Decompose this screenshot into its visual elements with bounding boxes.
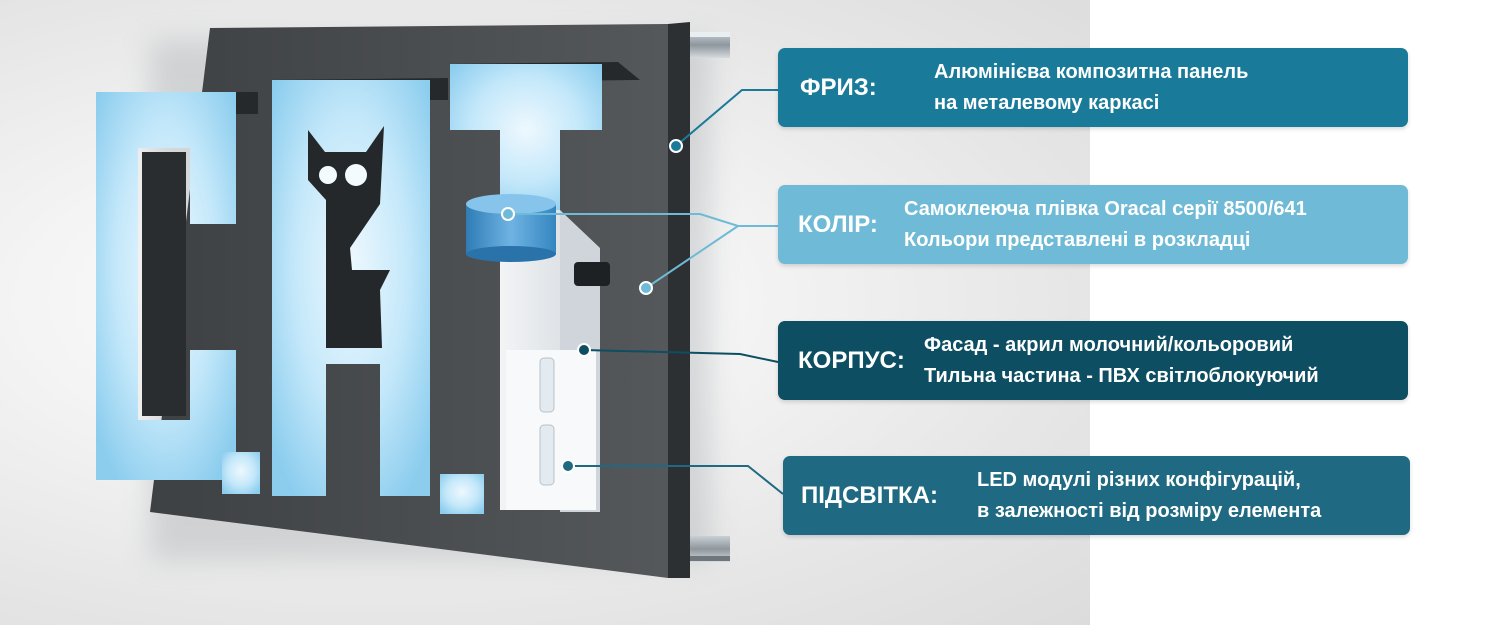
callout-lighting: ПІДСВІТКА: LED модулі різних конфігураці… [783, 456, 1410, 535]
callout-body-line-1: Фасад - акрил молочний/кольоровий [924, 333, 1294, 356]
callout-lighting-line-2: в залежності від розміру елемента [977, 499, 1322, 522]
callout-frieze: ФРИЗ: Алюмінієва композитна панель на ме… [778, 48, 1408, 127]
callout-color: КОЛІР: Самоклеюча плівка Oracal серії 85… [778, 185, 1408, 264]
callout-body-heading: КОРПУС: [798, 346, 905, 374]
led-modules-icon [539, 357, 555, 486]
callout-color-text: Самоклеюча плівка Oracal серії 8500/641 … [904, 194, 1307, 256]
callout-frieze-line-1: Алюмінієва композитна панель [934, 60, 1249, 83]
leader-line-color [501, 207, 778, 295]
callout-frieze-heading: ФРИЗ: [800, 73, 877, 101]
callout-body: КОРПУС: Фасад - акрил молочний/кольорови… [778, 321, 1408, 400]
pipe-icon [574, 262, 610, 286]
callout-lighting-line-1: LED модулі різних конфігурацій, [977, 468, 1301, 491]
callout-frieze-line-2: на металевому каркасі [934, 91, 1160, 114]
callout-lighting-text: LED модулі різних конфігурацій, в залежн… [977, 465, 1321, 527]
color-sample-cylinder [466, 194, 556, 262]
callout-body-text: Фасад - акрил молочний/кольоровий Тильна… [924, 330, 1319, 392]
leader-line-lighting [561, 459, 784, 495]
callout-color-line-1: Самоклеюча плівка Oracal серії 8500/641 [904, 197, 1307, 220]
leader-line-body [577, 343, 779, 363]
callout-frieze-text: Алюмінієва композитна панель на металево… [934, 57, 1248, 119]
leader-line-frieze [669, 89, 778, 153]
callout-color-heading: КОЛІР: [798, 210, 878, 238]
dot-1 [222, 452, 260, 494]
callout-color-line-2: Кольори представлені в розкладці [904, 228, 1251, 251]
dot-2 [440, 474, 484, 514]
callout-lighting-heading: ПІДСВІТКА: [801, 481, 938, 509]
callout-body-line-2: Тильна частина - ПВХ світлоблокуючий [924, 364, 1319, 387]
sign-illustration [96, 22, 784, 578]
cat-icon [308, 126, 390, 348]
letter-c [96, 92, 258, 480]
